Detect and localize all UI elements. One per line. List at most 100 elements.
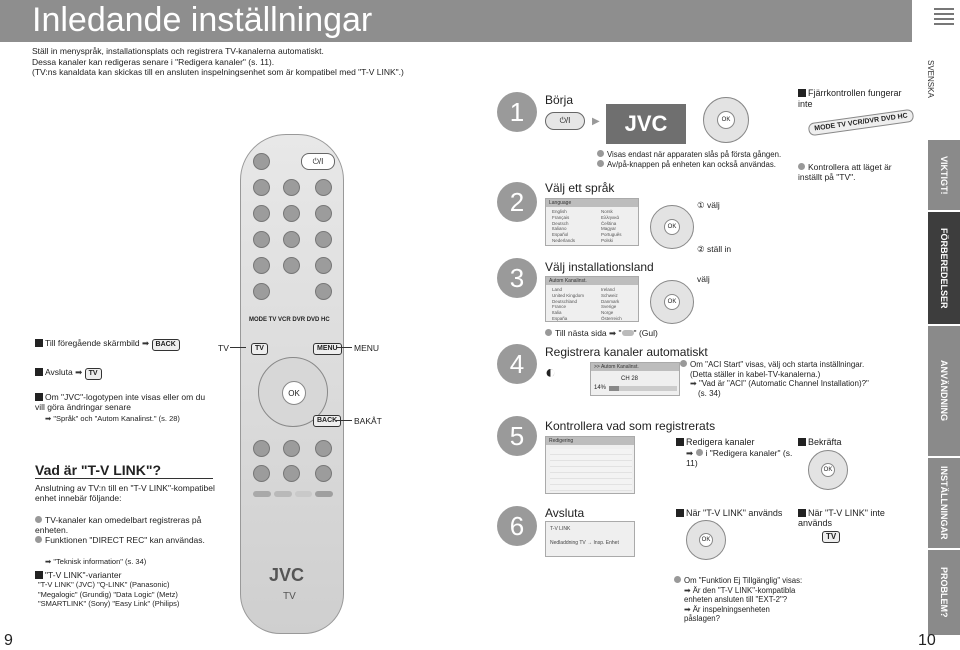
jvc-logo-note: Om "JVC"-logotypen inte visas eller om d… — [35, 392, 215, 412]
remote-button[interactable] — [253, 465, 270, 482]
edit-osd: Redigering — [545, 436, 635, 494]
arrow-right-icon: ➡ — [684, 585, 691, 595]
page-title: Inledande inställningar — [32, 1, 373, 39]
round-bullet-icon — [597, 159, 604, 167]
round-bullet-icon — [798, 163, 805, 170]
power-button-icon: ⏻/I — [545, 112, 585, 130]
yellow-button[interactable] — [294, 491, 313, 497]
side-tab-viktigt[interactable]: VIKTIGT! — [928, 140, 960, 210]
side-tab-anvandning[interactable]: ANVÄNDNING — [928, 326, 960, 456]
round-bullet-icon — [545, 329, 552, 336]
remote-button[interactable] — [253, 231, 270, 248]
step-4-notes: Om "ACI Start" visas, välj och starta in… — [680, 360, 920, 398]
square-bullet-icon — [35, 393, 43, 401]
progress-fill — [609, 386, 619, 391]
remote-button[interactable] — [283, 465, 300, 482]
side-tab-svenska[interactable]: SVENSKA — [926, 60, 935, 98]
remote-button[interactable] — [253, 257, 270, 274]
side-tab-problem[interactable]: PROBLEM? — [928, 550, 960, 635]
arrow-right-icon: ➡ — [684, 604, 691, 614]
mode-tv-label: TV — [268, 317, 277, 323]
tvlink-ref-text: "Teknisk information" (s. 34) — [53, 557, 147, 566]
arrow-right-icon: ➡ — [45, 414, 52, 423]
language-osd-header: Language — [546, 199, 638, 207]
remote-button[interactable] — [253, 205, 270, 222]
tvlink-bullet-1-text: TV-kanaler kan omedelbart registreras på… — [35, 515, 202, 535]
remote-back-button[interactable]: BACK — [313, 415, 342, 427]
mode-selector: MODE TV VCR/DVR DVD HC — [807, 108, 915, 137]
page-number-right: 10 — [918, 632, 936, 649]
tvlink-used-text: När "T-V LINK" används — [686, 508, 783, 518]
fn-note-3: Är inspelningsenheten påslagen? — [684, 604, 770, 624]
red-button[interactable] — [253, 491, 271, 497]
arrow-right-icon: ➡ — [45, 557, 52, 566]
remote-button[interactable] — [283, 440, 300, 457]
square-bullet-icon — [798, 438, 806, 446]
mode-hc-label: HC — [321, 317, 330, 323]
blue-button[interactable] — [315, 491, 333, 497]
tv-button-icon: TV — [84, 368, 102, 380]
back-label: Till föregående skärmbild — [45, 338, 140, 348]
remote-button[interactable] — [283, 205, 300, 222]
step-2-title: Välj ett språk — [545, 181, 615, 195]
square-bullet-icon — [798, 89, 806, 97]
remote-button[interactable] — [315, 440, 332, 457]
step-1-note-1: Visas endast när apparaten slås på först… — [607, 150, 782, 159]
arrow-right-icon: ➡ — [142, 338, 150, 348]
ok-icon: OK — [664, 294, 680, 310]
remote-button[interactable] — [315, 257, 332, 274]
side-tab-forberedelser[interactable]: FÖRBEREDELSER — [928, 212, 960, 324]
step-4-note-3: "Vad är "ACI" (Automatic Channel Install… — [698, 379, 869, 388]
square-bullet-icon — [35, 571, 43, 579]
tvlink-osd-title: T-V LINK — [550, 526, 571, 532]
confirm-heading: Bekräfta — [798, 437, 842, 447]
back-instruction: Till föregående skärmbild ➡ BACK — [35, 338, 215, 351]
variants-line-2: "Megalogic" (Grundig) "Data Logic" (Metz… — [38, 589, 178, 599]
remote-button[interactable] — [283, 231, 300, 248]
color-buttons[interactable] — [253, 491, 333, 497]
remote-ok-button[interactable]: OK — [282, 381, 306, 405]
round-bullet-icon — [597, 150, 604, 157]
remote-button[interactable] — [253, 179, 270, 196]
tvlink-ref: ➡ "Teknisk information" (s. 34) — [45, 557, 220, 567]
tvlink-used-heading: När "T-V LINK" används — [676, 508, 782, 518]
step-2-number: 2 — [497, 182, 537, 222]
tvlink-not-heading: När "T-V LINK" inte används — [798, 508, 908, 528]
green-button[interactable] — [273, 491, 292, 497]
remote-menu-button[interactable]: MENU — [313, 343, 342, 355]
callout-line — [336, 420, 352, 421]
remote-button[interactable] — [315, 465, 332, 482]
autoinstall-channel: CH 28 — [621, 376, 639, 382]
mode-label: MODE — [249, 317, 267, 323]
autoinstall-osd-header: >> Autom Kanalinst. — [591, 363, 679, 371]
callout-back: BAKÅT — [354, 416, 382, 426]
remote-button[interactable] — [253, 153, 270, 170]
remote-button[interactable] — [315, 231, 332, 248]
variants-heading: "T-V LINK"-varianter — [35, 570, 215, 580]
step-3-next: Till nästa sida ➡ "" (Gul) — [545, 328, 658, 338]
round-bullet-icon — [35, 516, 42, 523]
remote-button[interactable] — [283, 179, 300, 196]
remote-button[interactable] — [253, 440, 270, 457]
remote-button[interactable] — [315, 283, 332, 300]
remote-button[interactable] — [253, 283, 270, 300]
side-tab-installningar[interactable]: INSTÄLLNINGAR — [928, 458, 960, 548]
edit-channels-text: Redigera kanaler — [686, 437, 755, 447]
confirm-text: Bekräfta — [808, 437, 842, 447]
remote-tv-button[interactable]: TV — [251, 343, 268, 355]
arrow-right-icon: ➡ — [609, 328, 617, 338]
dpad-icon: OK — [703, 97, 749, 143]
step-1-title: Börja — [545, 93, 574, 107]
power-button[interactable]: ⏻/I — [301, 153, 335, 170]
jvc-logo-ref-text: "Språk" och "Autom Kanalinst." (s. 28) — [53, 414, 180, 423]
edit-channels-note: ➡ i "Redigera kanaler" (s. 11) — [686, 448, 796, 468]
edit-channels-heading: Redigera kanaler — [676, 437, 755, 447]
edit-osd-header: Redigering — [546, 437, 634, 445]
remote-button[interactable] — [283, 257, 300, 274]
callout-menu: MENU — [354, 343, 380, 353]
intro-line-3: (TV:ns kanaldata kan skickas till en ans… — [32, 67, 404, 77]
remote-button[interactable] — [315, 205, 332, 222]
step-4-note-2: (Detta ställer in kabel-TV-kanalerna.) — [690, 369, 821, 379]
remote-button[interactable] — [315, 179, 332, 196]
